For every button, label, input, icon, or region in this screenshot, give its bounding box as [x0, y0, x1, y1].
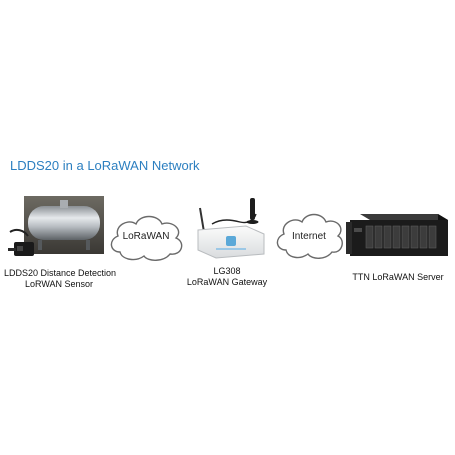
gateway-label-line2: LoRaWAN Gateway — [186, 277, 268, 287]
gateway-label-line1: LG308 — [213, 266, 241, 276]
gateway-device — [197, 198, 265, 259]
sensor-label-line2: LoRWAN Sensor — [24, 279, 94, 289]
tank-image — [24, 196, 104, 254]
sensor-label-line1: LDDS20 Distance Detection — [4, 268, 117, 278]
server-label: TTN LoRaWAN Server — [352, 272, 444, 282]
page-title: LDDS20 in a LoRaWAN Network — [10, 158, 200, 173]
gateway-label: LG308 LoRaWAN Gateway — [172, 266, 282, 288]
cloud-internet — [276, 213, 343, 259]
sensor-probe-icon — [8, 228, 34, 256]
sensor-label: LDDS20 Distance Detection LoRWAN Sensor — [4, 268, 117, 290]
server-device — [346, 214, 448, 256]
cloud-lorawan-label: LoRaWAN — [122, 231, 170, 242]
cloud-lorawan — [110, 215, 183, 261]
cloud-internet-label: Internet — [292, 231, 326, 242]
